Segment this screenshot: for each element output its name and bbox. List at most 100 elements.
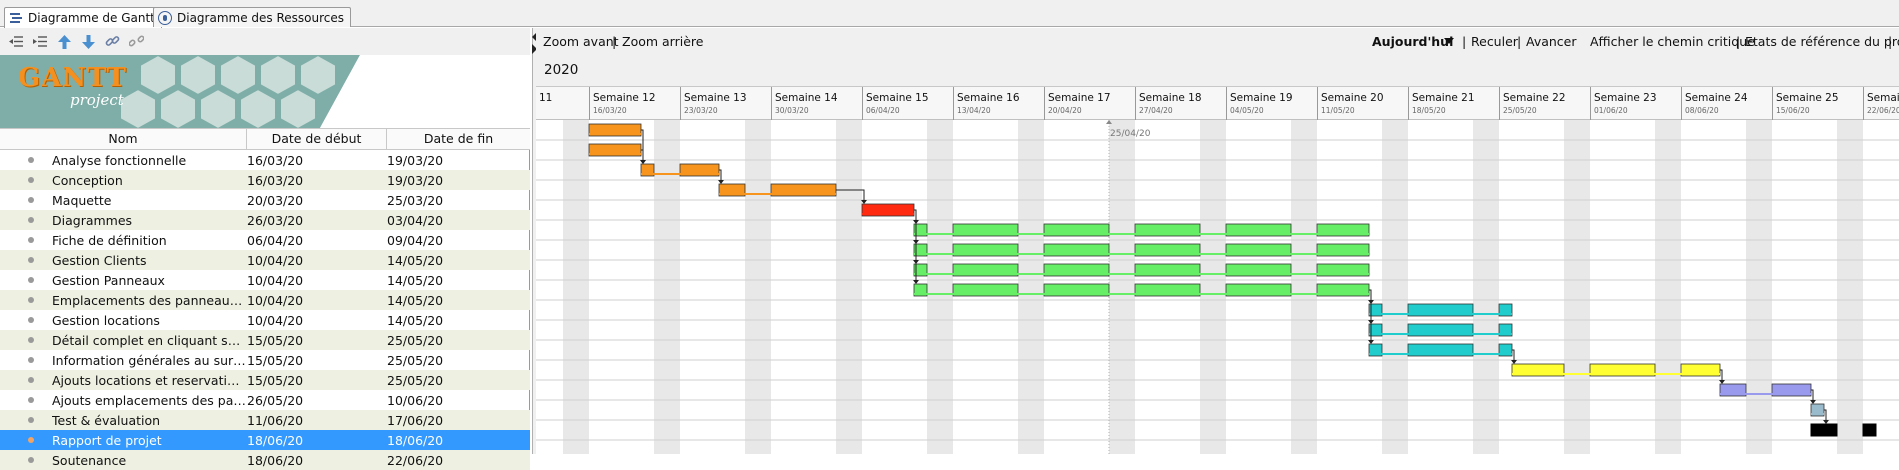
task-start-cell[interactable]: 18/06/20 bbox=[247, 432, 304, 448]
column-header-start[interactable]: Date de début bbox=[247, 129, 387, 149]
week-date: 18/05/20 bbox=[1412, 106, 1446, 115]
task-name-cell[interactable]: Gestion Clients bbox=[0, 253, 247, 268]
week-date: 23/03/20 bbox=[684, 106, 718, 115]
gantt-bars-canvas[interactable]: 25/04/20 bbox=[536, 120, 1899, 454]
hexagon-pattern-icon bbox=[0, 55, 530, 128]
task-start-cell[interactable]: 26/03/20 bbox=[247, 212, 304, 228]
back-button[interactable]: Reculer bbox=[1471, 34, 1518, 49]
task-name-cell[interactable]: Détail complet en cliquant sur la carte bbox=[0, 333, 247, 348]
task-end-cell[interactable]: 19/03/20 bbox=[387, 152, 444, 168]
task-name-cell[interactable]: Test & évaluation bbox=[0, 413, 247, 428]
task-start-cell[interactable]: 16/03/20 bbox=[247, 152, 304, 168]
task-start-cell[interactable]: 26/05/20 bbox=[247, 392, 304, 408]
task-name-cell[interactable]: Information générales au survol d'un... bbox=[0, 353, 247, 368]
unindent-icon[interactable] bbox=[8, 34, 24, 50]
task-start-cell[interactable]: 10/04/20 bbox=[247, 272, 304, 288]
move-up-icon[interactable] bbox=[56, 34, 72, 50]
today-button[interactable]: Aujourd'hui bbox=[1372, 34, 1454, 49]
weekend-shade bbox=[836, 120, 862, 454]
task-start-cell[interactable]: 10/04/20 bbox=[247, 252, 304, 268]
task-end-cell[interactable]: 14/05/20 bbox=[387, 272, 444, 288]
dependency-arrowhead-icon bbox=[861, 200, 867, 204]
forward-button[interactable]: Avancer bbox=[1526, 34, 1577, 49]
tab-resources-chart[interactable]: Diagramme des Ressources bbox=[153, 7, 352, 27]
task-start-cell[interactable]: 10/04/20 bbox=[247, 312, 304, 328]
task-start-cell[interactable]: 18/06/20 bbox=[247, 452, 304, 468]
column-header-end[interactable]: Date de fin bbox=[423, 131, 494, 146]
task-end-cell[interactable]: 14/05/20 bbox=[387, 312, 444, 328]
task-start-cell[interactable]: 20/03/20 bbox=[247, 192, 304, 208]
task-end-cell[interactable]: 09/04/20 bbox=[387, 232, 444, 248]
link-icon[interactable] bbox=[104, 34, 120, 50]
task-name-cell[interactable]: Analyse fonctionnelle bbox=[0, 153, 247, 168]
column-header-name[interactable]: Nom bbox=[0, 129, 247, 149]
indent-icon[interactable] bbox=[32, 34, 48, 50]
task-end-cell[interactable]: 25/05/20 bbox=[387, 372, 444, 388]
task-start-cell[interactable]: 10/04/20 bbox=[247, 292, 304, 308]
task-end-cell[interactable]: 22/06/20 bbox=[387, 452, 444, 468]
task-start-cell[interactable]: 06/04/20 bbox=[247, 232, 304, 248]
zoom-out-button[interactable]: Zoom arrière bbox=[622, 34, 704, 49]
task-name-cell[interactable]: Maquette bbox=[0, 193, 247, 208]
task-name-cell[interactable]: Ajouts emplacements des panneaux bbox=[0, 393, 247, 408]
table-row[interactable]: Gestion locations 10/04/20 14/05/20 bbox=[0, 310, 530, 330]
task-start-cell[interactable]: 15/05/20 bbox=[247, 352, 304, 368]
gantt-grid[interactable]: 25/04/20 bbox=[536, 120, 1899, 454]
task-name-cell[interactable]: Rapport de projet bbox=[0, 433, 247, 448]
task-start-cell[interactable]: 15/05/20 bbox=[247, 332, 304, 348]
task-end-cell[interactable]: 03/04/20 bbox=[387, 212, 444, 228]
task-end-cell[interactable]: 14/05/20 bbox=[387, 292, 444, 308]
panel-splitter[interactable] bbox=[532, 28, 537, 454]
task-end-cell[interactable]: 18/06/20 bbox=[387, 432, 444, 448]
task-start-cell[interactable]: 11/06/20 bbox=[247, 412, 304, 428]
task-end-cell[interactable]: 10/06/20 bbox=[387, 392, 444, 408]
unlink-icon[interactable] bbox=[128, 34, 144, 50]
task-name-cell[interactable]: Diagrammes bbox=[0, 213, 247, 228]
task-name-cell[interactable]: Fiche de définition bbox=[0, 233, 247, 248]
task-end-cell[interactable]: 25/05/20 bbox=[387, 332, 444, 348]
tab-gantt-chart[interactable]: Diagramme de Gantt bbox=[4, 7, 162, 28]
task-end-cell[interactable]: 14/05/20 bbox=[387, 252, 444, 268]
task-end-cell[interactable]: 17/06/20 bbox=[387, 412, 444, 428]
today-dropdown-icon[interactable] bbox=[1444, 33, 1454, 48]
week-label: Semaine bbox=[1867, 92, 1899, 104]
critical-path-button[interactable]: Afficher le chemin critique bbox=[1590, 34, 1755, 49]
collapse-left-icon[interactable] bbox=[532, 32, 537, 42]
task-name-cell[interactable]: Emplacements des panneaux sur la c... bbox=[0, 293, 247, 308]
table-row[interactable]: Emplacements des panneaux sur la c...10/… bbox=[0, 290, 530, 310]
week-label: Semaine 18 bbox=[1139, 92, 1202, 104]
task-name-cell[interactable]: Conception bbox=[0, 173, 247, 188]
week-date: 08/06/20 bbox=[1685, 106, 1719, 115]
move-down-icon[interactable] bbox=[80, 34, 96, 50]
task-name-cell[interactable]: Soutenance bbox=[0, 453, 247, 468]
task-bar bbox=[1823, 423, 1838, 437]
table-row[interactable]: Détail complet en cliquant sur la carte1… bbox=[0, 330, 530, 350]
weekend-shade bbox=[563, 120, 589, 454]
table-row[interactable]: Ajouts emplacements des panneaux26/05/20… bbox=[0, 390, 530, 410]
table-row[interactable]: Information générales au survol d'un...1… bbox=[0, 350, 530, 370]
task-name-cell[interactable]: Gestion locations bbox=[0, 313, 247, 328]
task-start-cell[interactable]: 16/03/20 bbox=[247, 172, 304, 188]
zoom-in-button[interactable]: Zoom avant bbox=[543, 34, 619, 49]
baselines-button[interactable]: Etats de référence du projet .. bbox=[1745, 34, 1899, 49]
task-start-cell[interactable]: 15/05/20 bbox=[247, 372, 304, 388]
task-name-cell[interactable]: Ajouts locations et reservations bbox=[0, 373, 247, 388]
task-end-cell[interactable]: 19/03/20 bbox=[387, 172, 444, 188]
chart-toolbar: Zoom avant | Zoom arrière Aujourd'hui | … bbox=[536, 28, 1899, 54]
collapse-right-icon[interactable] bbox=[532, 44, 537, 54]
task-name-cell[interactable]: Gestion Panneaux bbox=[0, 273, 247, 288]
task-end-cell[interactable]: 25/05/20 bbox=[387, 352, 444, 368]
task-name: Gestion locations bbox=[52, 312, 160, 328]
task-end-cell[interactable]: 25/03/20 bbox=[387, 192, 444, 208]
